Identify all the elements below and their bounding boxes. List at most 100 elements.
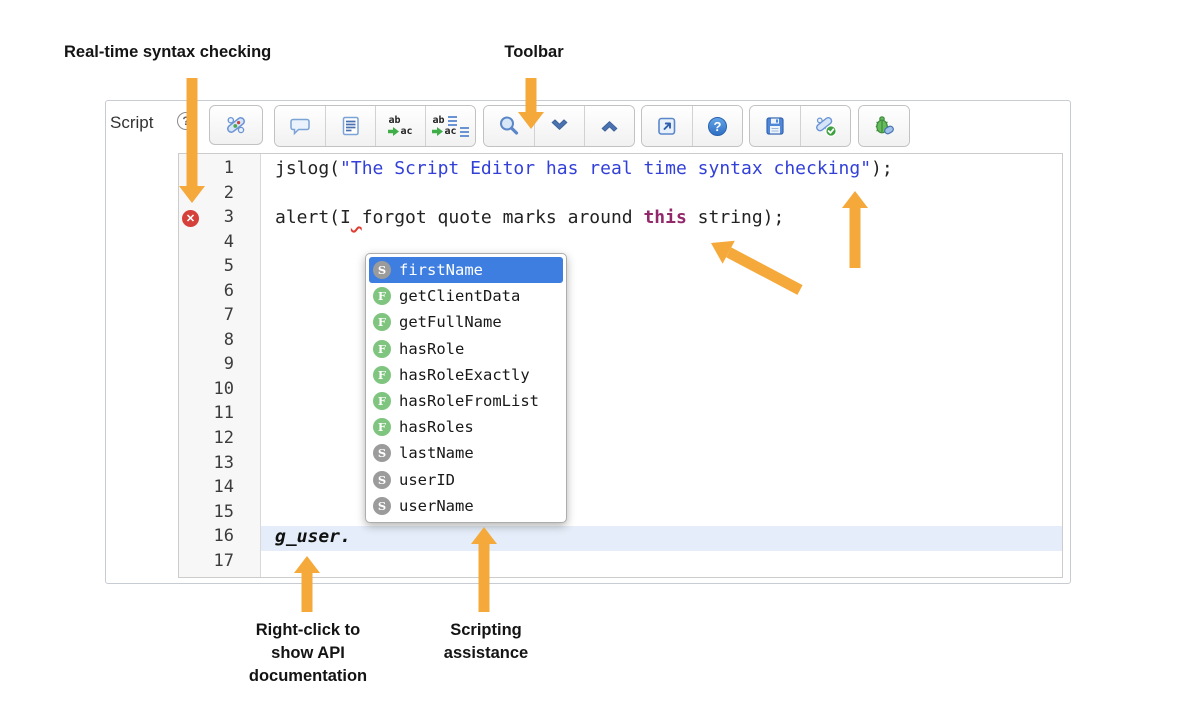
find-previous-icon	[598, 114, 622, 138]
script-editor-panel: Script ? ab ac ab	[105, 100, 1071, 584]
code-segment-plain: string);	[686, 207, 785, 229]
autocomplete-label: hasRoles	[399, 418, 474, 437]
line-number: 4	[223, 231, 234, 252]
format-code-button[interactable]	[325, 106, 375, 146]
line-number: 5	[223, 256, 234, 277]
autocomplete-label: hasRoleFromList	[399, 392, 539, 411]
autocomplete-label: hasRoleExactly	[399, 365, 530, 384]
line-number: 16	[213, 526, 234, 547]
function-badge-icon: F	[373, 287, 391, 306]
find-next-button[interactable]	[534, 106, 584, 146]
code-segment-keyword: this	[643, 207, 687, 229]
code-line-2[interactable]	[261, 183, 1062, 208]
lines-glyph	[459, 126, 469, 137]
find-next-icon	[548, 114, 572, 138]
replace-all-button[interactable]: ab ac	[425, 106, 475, 146]
line-number: 10	[213, 378, 234, 399]
annotation-realtime-syntax-checking: Real-time syntax checking	[64, 43, 272, 61]
string-badge-icon: S	[373, 444, 391, 463]
code-segment-plain: jslog(	[275, 158, 341, 179]
toolbar-group: ab ac ab ac	[274, 105, 476, 147]
toolbar-group	[483, 105, 635, 147]
open-window-button[interactable]	[642, 106, 692, 146]
string-badge-icon: S	[373, 470, 391, 489]
replace-from-text: ab	[388, 115, 401, 126]
comment-button[interactable]	[275, 106, 325, 146]
code-line-16[interactable]: g_user.	[261, 526, 1062, 551]
code-segment-string: "The Script Editor has real time syntax …	[340, 158, 872, 179]
code-segment-error-space	[351, 207, 362, 228]
function-badge-icon: F	[373, 339, 391, 358]
syntax-checker-icon	[224, 113, 248, 137]
line-number: 6	[223, 280, 234, 301]
green-arrow-glyph	[388, 127, 400, 136]
toolbar-group	[749, 105, 851, 147]
line-number: 11	[213, 403, 234, 424]
code-segment-plain: forgot quote marks around	[361, 207, 644, 229]
code-segment-plain: alert(I	[275, 207, 351, 229]
line-number: 3	[223, 207, 234, 228]
field-help-icon[interactable]: ?	[177, 112, 195, 130]
function-badge-icon: F	[373, 365, 391, 384]
replace-to-text: ac	[400, 126, 413, 137]
line-number: 13	[213, 452, 234, 473]
validate-script-icon	[814, 114, 838, 138]
code-segment-object: g_user.	[275, 526, 351, 548]
line-number: 17	[213, 550, 234, 571]
line-number: 15	[213, 501, 234, 522]
replace-to-text: ac	[444, 126, 457, 137]
validate-script-button[interactable]	[800, 106, 850, 146]
replace-button[interactable]: ab ac	[375, 106, 425, 146]
find-previous-button[interactable]	[584, 106, 634, 146]
lines-glyph	[447, 115, 457, 126]
function-badge-icon: F	[373, 313, 391, 332]
syntax-error-icon: ✕	[182, 210, 199, 227]
line-number: 14	[213, 477, 234, 498]
code-line-17[interactable]	[261, 551, 1062, 576]
line-number: 12	[213, 428, 234, 449]
help-icon: ?	[708, 116, 727, 136]
autocomplete-label: getFullName	[399, 313, 502, 332]
script-debugger-button[interactable]	[859, 106, 909, 146]
line-number: 1	[223, 158, 234, 178]
autocomplete-label: hasRole	[399, 339, 465, 358]
save-button[interactable]	[750, 106, 800, 146]
string-badge-icon: S	[373, 496, 391, 515]
help-button[interactable]: ?	[692, 106, 742, 146]
syntax-checker-button[interactable]	[209, 105, 263, 145]
field-label: Script	[110, 113, 154, 132]
function-badge-icon: F	[373, 418, 391, 437]
format-code-icon	[339, 114, 363, 138]
line-number: 2	[223, 182, 234, 203]
autocomplete-label: userName	[399, 496, 474, 515]
autocomplete-label: lastName	[399, 444, 474, 463]
save-icon	[763, 114, 787, 138]
code-area[interactable]: jslog("The Script Editor has real time s…	[261, 154, 1062, 577]
autocomplete-label: getClientData	[399, 287, 521, 306]
autocomplete-label: userID	[399, 470, 455, 489]
comment-icon	[288, 114, 312, 138]
code-line-1[interactable]: jslog("The Script Editor has real time s…	[261, 158, 1062, 183]
question-glyph: ?	[708, 116, 727, 136]
search-button[interactable]	[484, 106, 534, 146]
line-number: 9	[223, 354, 234, 375]
toolbar-group	[858, 105, 910, 147]
search-icon	[497, 114, 521, 138]
autocomplete-label: firstName	[399, 261, 483, 280]
line-number: 7	[223, 305, 234, 326]
code-line-3[interactable]: alert(I forgot quote marks around this s…	[261, 207, 1062, 232]
